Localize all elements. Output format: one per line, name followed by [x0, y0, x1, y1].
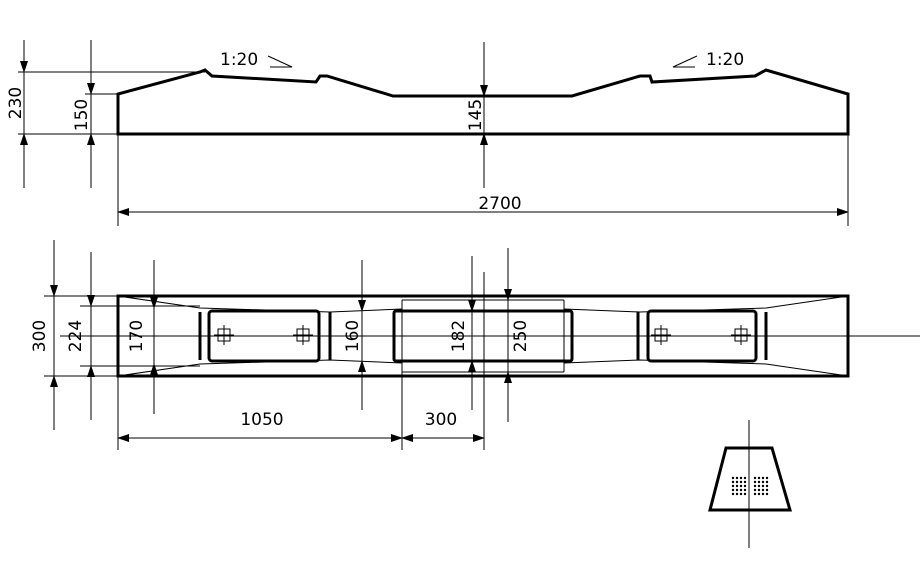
dim-center-section-length: 300: [401, 410, 485, 442]
dim-width-rail-seat-label: 160: [343, 320, 363, 352]
cross-section-outline: [708, 446, 792, 512]
side-view: 230 150 145 2700 1:20 1:20: [6, 40, 850, 226]
dim-width-seat: 170: [127, 260, 158, 414]
dim-width-end: 224: [66, 252, 95, 420]
middle-section: [392, 309, 574, 363]
dim-width-middle-max-label: 250: [511, 320, 531, 352]
dim-width-total: 300: [30, 240, 58, 430]
slope-triangle-icon: [672, 55, 698, 68]
dim-width-middle-label: 182: [449, 320, 469, 352]
dim-dist-center-section-label: 1050: [240, 410, 283, 430]
dim-height-middle-label: 145: [466, 99, 486, 131]
slope-right: 1:20: [672, 50, 744, 70]
dim-width-middle: 182: [449, 256, 476, 410]
dim-width-seat-label: 170: [127, 320, 147, 352]
dim-height-total-label: 230: [6, 87, 26, 119]
dim-center-section-length-label: 300: [425, 410, 457, 430]
rail-seat-right: [646, 309, 758, 363]
dim-dist-center-section: 1050: [117, 410, 403, 442]
anchor-cross-icon: [214, 325, 234, 345]
dim-width-total-label: 300: [30, 320, 50, 352]
rail-seat-left: [207, 309, 321, 363]
anchor-cross-icon: [731, 325, 751, 345]
anchor-cross-icon: [651, 325, 671, 345]
dim-width-middle-max: 250: [504, 248, 531, 422]
dim-height-middle: 145: [466, 42, 488, 188]
dim-length-label: 2700: [478, 194, 521, 214]
dim-width-rail-seat: 160: [343, 260, 366, 410]
dim-height-end: 150: [72, 40, 95, 188]
tendon-group-right: [753, 476, 769, 496]
anchor-cross-icon: [293, 325, 313, 345]
slope-triangle-icon: [267, 55, 293, 68]
slope-left-label: 1:20: [220, 50, 258, 70]
dim-height-total: 230: [6, 40, 28, 188]
slope-left: 1:20: [220, 50, 293, 70]
cross-section: [708, 420, 792, 548]
dim-height-end-label: 150: [72, 99, 92, 131]
slope-right-label: 1:20: [706, 50, 744, 70]
plan-view: 300 224 170 160 182: [30, 240, 920, 450]
dim-length: 2700: [117, 194, 849, 216]
tendon-group-left: [731, 476, 747, 496]
dim-width-end-label: 224: [66, 320, 86, 352]
